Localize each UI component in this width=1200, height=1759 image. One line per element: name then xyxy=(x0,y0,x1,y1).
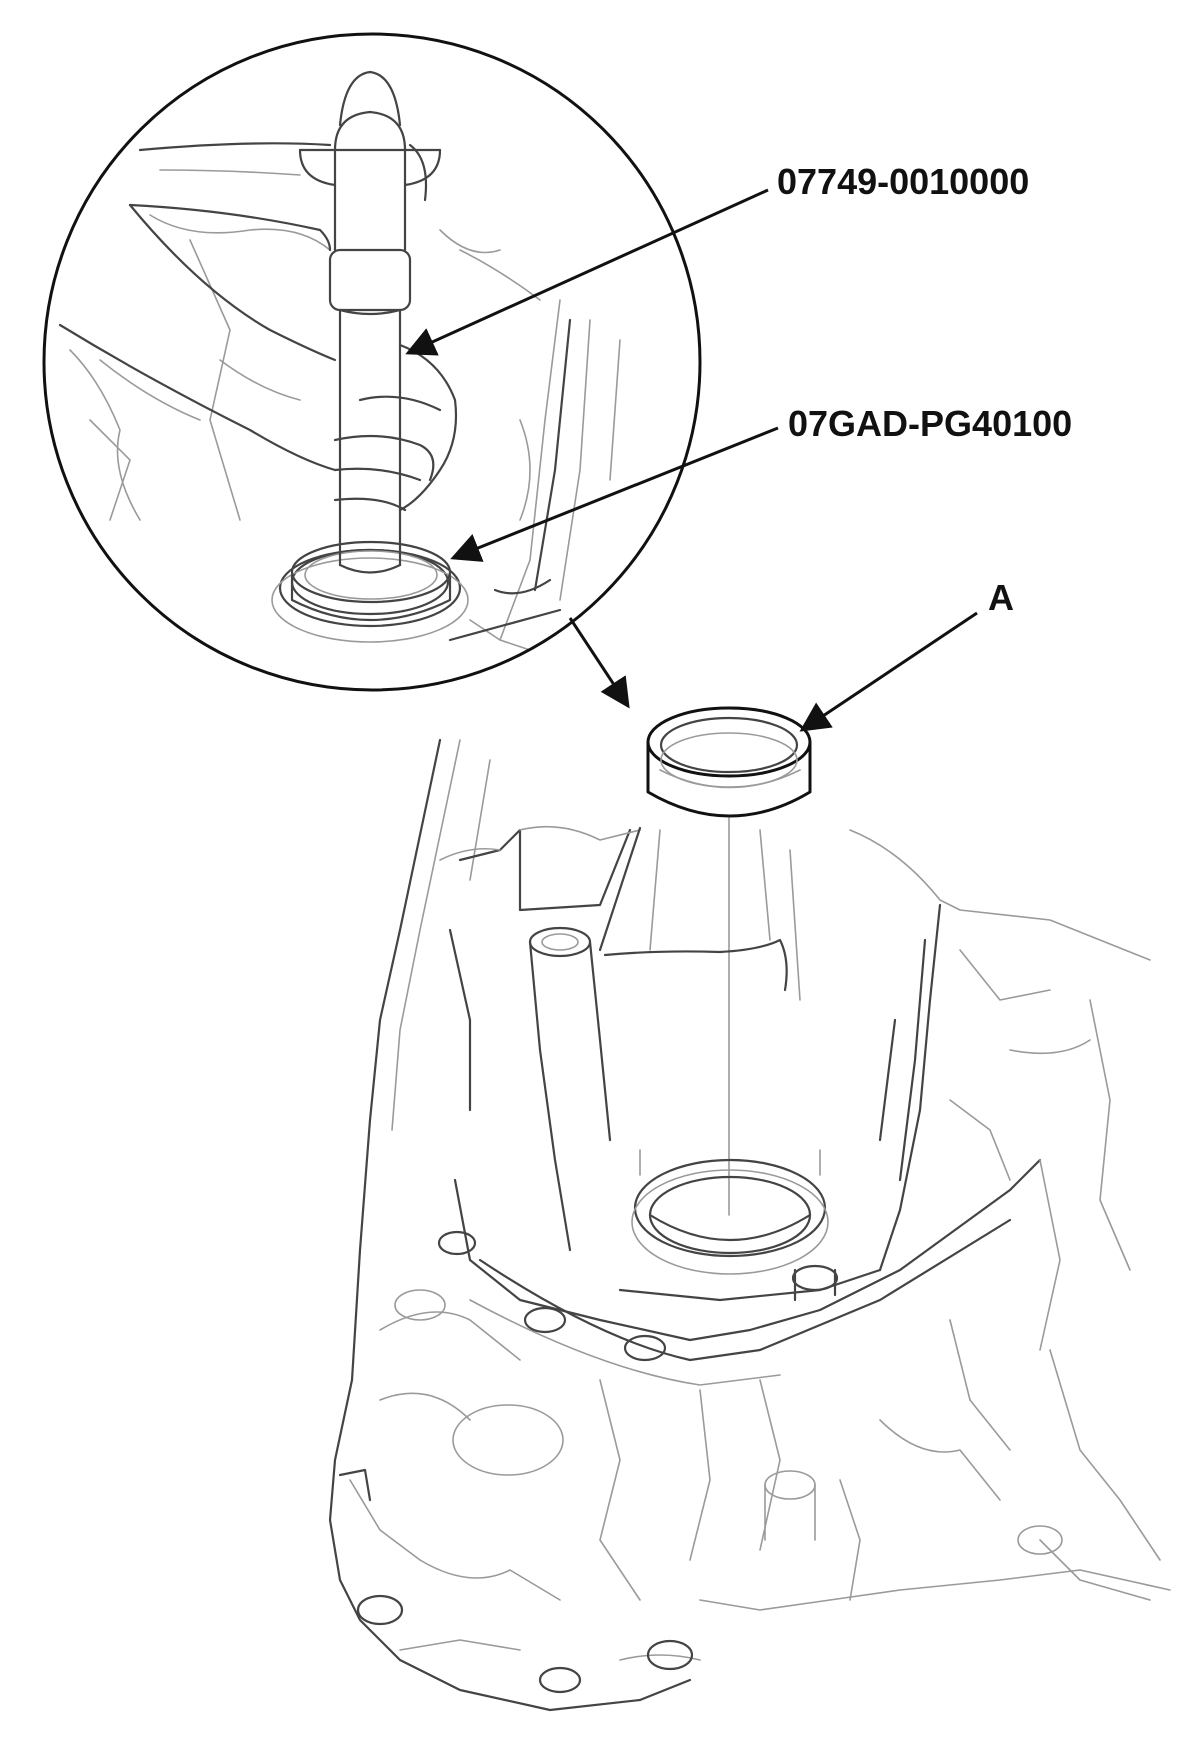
detail-contents xyxy=(58,70,621,661)
seal-part-a xyxy=(646,706,812,818)
detail-magnified-view xyxy=(42,32,702,692)
callout-tool-attachment: 07GAD-PG40100 xyxy=(788,403,1073,444)
callout-tool-driver: 07749-0010000 xyxy=(777,161,1030,202)
leader-tool-attachment xyxy=(450,426,779,562)
leader-tool-driver xyxy=(405,188,769,356)
detail-to-part-arrow xyxy=(568,617,630,709)
leader-part-a xyxy=(799,611,978,732)
transmission-housing xyxy=(328,738,1171,1712)
callout-part-a: A xyxy=(988,577,1014,618)
